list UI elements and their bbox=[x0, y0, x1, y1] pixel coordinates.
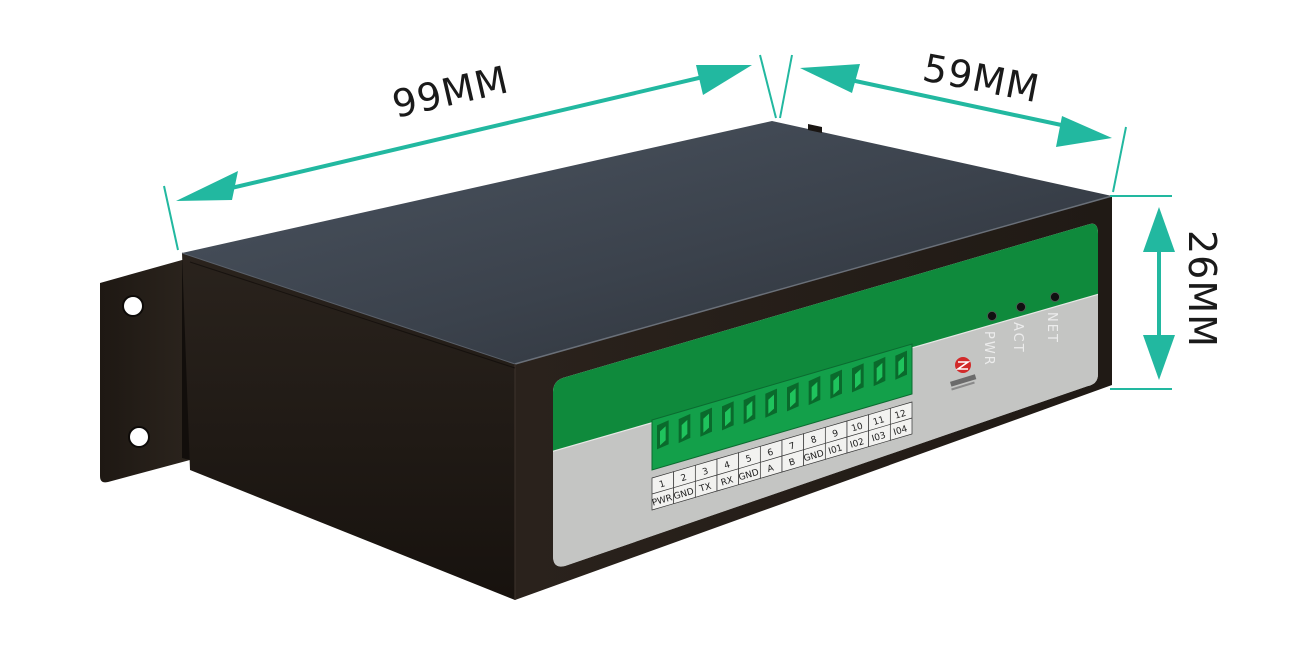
length-label: 99MM bbox=[388, 57, 513, 126]
terminal-number: 11 bbox=[872, 415, 886, 428]
terminal-number: 10 bbox=[850, 421, 864, 434]
indicator-label-act: ACT bbox=[1010, 322, 1025, 354]
indicator-label-pwr: PWR bbox=[981, 331, 996, 367]
mounting-bracket bbox=[100, 260, 190, 483]
terminal-label-cell bbox=[889, 401, 913, 441]
terminal-label-cell bbox=[694, 458, 718, 498]
terminal-function-label: I04 bbox=[892, 424, 909, 438]
terminal-number: 3 bbox=[701, 467, 709, 478]
terminal-label-cell bbox=[651, 471, 675, 511]
terminal-number: 1 bbox=[658, 479, 666, 490]
dimension-height: 26MM bbox=[1110, 195, 1224, 390]
terminal-pin bbox=[681, 419, 688, 440]
terminal-pin bbox=[703, 413, 709, 433]
terminal-function-label: A bbox=[766, 463, 776, 475]
terminal-function-label: RX bbox=[720, 475, 735, 488]
terminal-function-label: B bbox=[788, 457, 797, 468]
terminal-pin bbox=[898, 356, 904, 376]
terminal-block-body bbox=[651, 343, 913, 471]
terminal-pin bbox=[811, 381, 818, 402]
terminal-pin bbox=[725, 407, 731, 427]
terminal-number: 8 bbox=[810, 435, 819, 446]
terminal-number: 2 bbox=[680, 473, 688, 484]
terminal-number: 5 bbox=[745, 454, 753, 465]
terminal-pin bbox=[855, 369, 861, 389]
terminal-function-label: TX bbox=[698, 482, 713, 495]
terminal-number: 6 bbox=[766, 448, 775, 459]
terminal-function-label: I01 bbox=[827, 443, 843, 457]
terminal-pin bbox=[833, 375, 839, 395]
terminal-number: 4 bbox=[723, 460, 732, 471]
status-indicators: NET ACT PWR bbox=[981, 292, 1060, 367]
terminal-function-label: I02 bbox=[849, 437, 865, 451]
terminal-number: 12 bbox=[894, 409, 908, 422]
indicator-label-net: NET bbox=[1044, 312, 1059, 344]
terminal-pin bbox=[768, 394, 774, 414]
terminal-number: 7 bbox=[788, 441, 796, 452]
terminal-block bbox=[651, 343, 913, 471]
terminal-pin bbox=[746, 400, 753, 421]
height-label: 26MM bbox=[1180, 230, 1224, 348]
terminal-pin bbox=[660, 426, 666, 446]
terminal-pin bbox=[790, 388, 796, 408]
led-act bbox=[1016, 302, 1026, 312]
terminal-function-label: I03 bbox=[871, 431, 887, 445]
terminal-label-cell bbox=[824, 420, 848, 460]
terminal-label-strip: 1PWR2GND3TX4RX5GND6A7B8GND9I0110I0211I03… bbox=[651, 401, 913, 511]
led-net bbox=[1050, 292, 1060, 302]
led-pwr bbox=[987, 311, 997, 321]
terminal-pin bbox=[876, 362, 883, 383]
width-label: 59MM bbox=[919, 46, 1043, 112]
brand-logo bbox=[949, 357, 977, 391]
terminal-number: 9 bbox=[831, 429, 840, 440]
